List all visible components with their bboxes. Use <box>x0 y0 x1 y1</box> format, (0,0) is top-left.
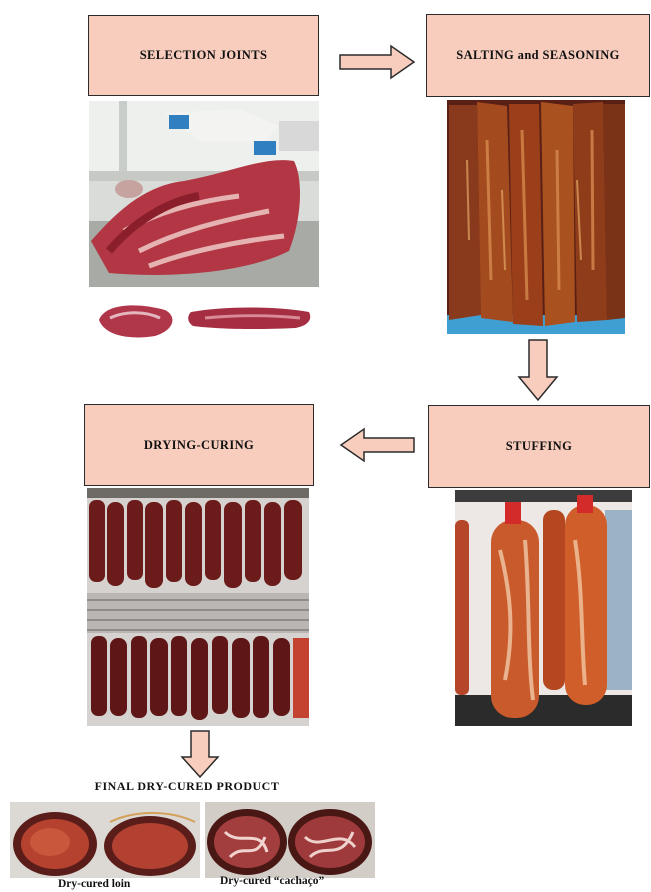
drying-rack-photo <box>87 488 309 726</box>
stuffing-photo <box>455 490 632 726</box>
cuts-photo <box>95 296 317 342</box>
carcass-photo <box>89 101 319 287</box>
step-stuffing: STUFFING <box>428 405 650 488</box>
arrow-down-icon <box>518 339 558 401</box>
step-salting-seasoning: SALTING and SEASONING <box>426 14 650 97</box>
step-stuffing-label: STUFFING <box>506 439 572 454</box>
step-drying-curing-label: DRYING-CURING <box>144 438 254 453</box>
step-selection-joints-label: SELECTION JOINTS <box>140 48 268 63</box>
step-drying-curing: DRYING-CURING <box>84 404 314 486</box>
dry-cured-cachaco-caption: Dry-cured “cachaço” <box>220 875 324 887</box>
dry-cured-cachaco-photo <box>205 802 375 878</box>
arrow-left-icon <box>340 427 415 463</box>
dry-cured-loin-photo <box>10 802 200 878</box>
step-salting-seasoning-label: SALTING and SEASONING <box>456 48 620 63</box>
dry-cured-loin-caption: Dry-cured loin <box>58 878 130 890</box>
final-product-title: FINAL DRY-CURED PRODUCT <box>0 779 374 794</box>
salting-photo <box>447 100 625 334</box>
step-selection-joints: SELECTION JOINTS <box>88 15 319 96</box>
arrow-right-icon <box>339 44 415 80</box>
arrow-down-icon <box>181 730 219 778</box>
